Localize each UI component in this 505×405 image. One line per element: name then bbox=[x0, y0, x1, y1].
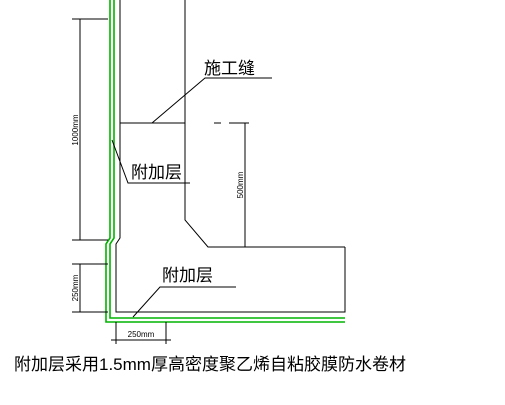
construction-joint-leader bbox=[151, 77, 272, 124]
wall-inner-face bbox=[184, 0, 345, 248]
dimension-lines bbox=[72, 18, 249, 344]
floor-additional-layer-label: 附加层 bbox=[162, 266, 213, 285]
dimension-250-vertical-label: 250mm bbox=[71, 274, 80, 301]
floor-layer-leader bbox=[132, 286, 236, 318]
membrane-outer-line bbox=[105, 0, 345, 323]
leader-lines bbox=[111, 77, 272, 318]
concrete-outline bbox=[115, 0, 346, 313]
dimension-1000-label: 1000mm bbox=[71, 114, 80, 145]
wall-outer-face bbox=[115, 0, 346, 313]
drawing-caption: 附加层采用1.5mm厚高密度聚乙烯自粘胶膜防水卷材 bbox=[14, 355, 406, 374]
dimension-250-horizontal-label: 250mm bbox=[128, 330, 155, 339]
construction-joint-label: 施工缝 bbox=[204, 59, 255, 78]
waterproof-membrane bbox=[105, 0, 345, 323]
wall-layer-leader bbox=[111, 139, 190, 184]
membrane-inner-line bbox=[109, 0, 345, 319]
dimension-500-label: 500mm bbox=[236, 171, 245, 198]
wall-additional-layer-label: 附加层 bbox=[131, 163, 182, 182]
